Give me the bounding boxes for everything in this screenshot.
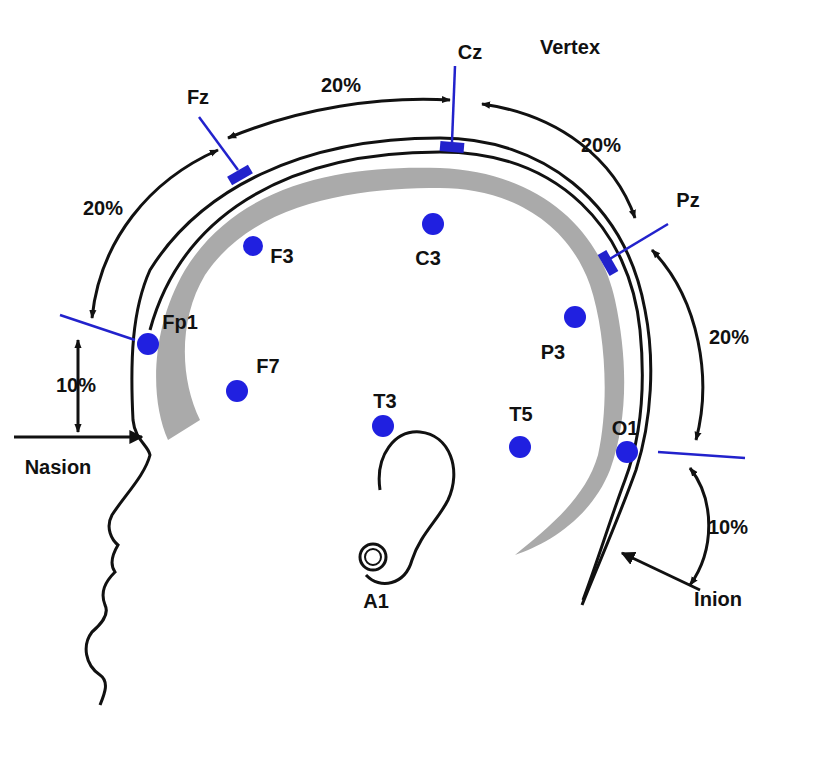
c3-electrode bbox=[422, 213, 444, 235]
electrode-name: Cz bbox=[458, 41, 482, 63]
pz-marker bbox=[598, 250, 619, 276]
landmark-name: Nasion bbox=[25, 456, 92, 478]
electrode-name: O1 bbox=[612, 417, 639, 439]
p3-electrode bbox=[564, 306, 586, 328]
fz-leader bbox=[199, 117, 238, 170]
distance-label: 10% bbox=[56, 374, 96, 396]
distance-label: 20% bbox=[581, 134, 621, 156]
electrode-name: Fz bbox=[187, 86, 209, 108]
fz-marker bbox=[227, 165, 253, 186]
distance-label: 20% bbox=[321, 74, 361, 96]
electrode-name: A1 bbox=[363, 590, 389, 612]
electrode-name: C3 bbox=[415, 247, 441, 269]
ear bbox=[366, 432, 454, 584]
cz-leader bbox=[452, 66, 455, 142]
electrode-name: Fp1 bbox=[162, 311, 198, 333]
electrode-name: F7 bbox=[256, 355, 279, 377]
brain-band bbox=[156, 168, 624, 555]
distance-label: 10% bbox=[708, 516, 748, 538]
distance-label: 20% bbox=[83, 197, 123, 219]
pz-leader bbox=[608, 224, 668, 260]
electrode-name: F3 bbox=[270, 245, 293, 267]
f3-electrode bbox=[243, 236, 263, 256]
fp1-marker-line bbox=[60, 315, 135, 340]
t3-electrode bbox=[372, 415, 394, 437]
t5-electrode bbox=[509, 436, 531, 458]
distance-arrow bbox=[92, 150, 218, 318]
landmark-name: Inion bbox=[694, 588, 742, 610]
distance-arrow bbox=[690, 468, 709, 585]
nasion-pointer bbox=[14, 436, 142, 439]
inion-pointer bbox=[622, 553, 700, 590]
distance-arrow bbox=[652, 250, 703, 440]
cz-marker bbox=[440, 141, 465, 153]
electrode-name: P3 bbox=[541, 341, 565, 363]
distance-label: 20% bbox=[709, 326, 749, 348]
electrode-name: T3 bbox=[373, 390, 396, 412]
distance-arrow bbox=[482, 104, 635, 218]
electrode-name: Pz bbox=[676, 189, 699, 211]
head-outline bbox=[86, 138, 651, 705]
skull-line bbox=[150, 152, 642, 600]
a1-electrode bbox=[365, 549, 381, 565]
o1-electrode bbox=[616, 441, 638, 463]
inion-marker-line bbox=[658, 452, 745, 458]
distance-arrow bbox=[228, 99, 450, 138]
a1-electrode bbox=[360, 544, 386, 570]
fp1-electrode bbox=[137, 333, 159, 355]
landmark-name: Vertex bbox=[540, 36, 600, 58]
f7-electrode bbox=[226, 380, 248, 402]
electrode-name: T5 bbox=[509, 403, 532, 425]
